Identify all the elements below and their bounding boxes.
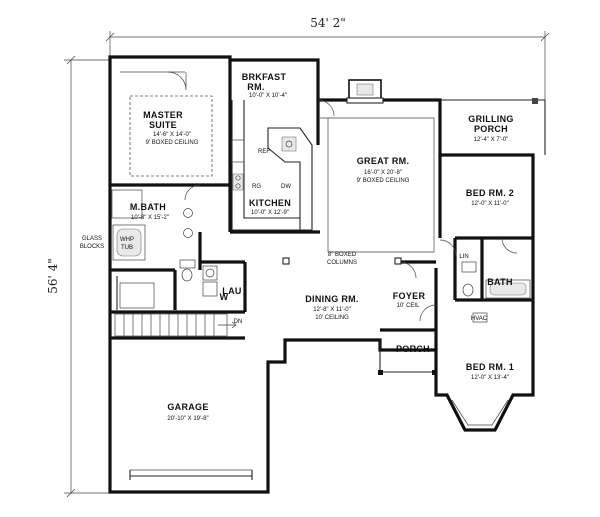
overall-depth-label: 56' 4" <box>46 258 60 294</box>
sink-icon <box>281 136 297 152</box>
kitchen-name: KITCHEN <box>249 198 291 208</box>
great-room-size: 16'-0" X 20'-8" <box>364 170 402 176</box>
breakfast-name-2: RM. <box>247 82 264 92</box>
range-icon <box>232 173 244 191</box>
grilling-porch-name-2: PORCH <box>474 124 508 134</box>
dining-note: 10' CEILING <box>315 315 349 321</box>
master-suite-size: 14'-6" X 14'-0" <box>153 132 191 138</box>
master-suite-name-1: MASTER <box>143 110 183 120</box>
master-suite-note: 9' BOXED CEILING <box>146 140 199 146</box>
m-bath-size: 10'-8" X 15'-2" <box>131 215 169 221</box>
bay-window <box>451 399 509 426</box>
kitchen-cabinets <box>231 100 313 231</box>
stairs <box>114 313 237 337</box>
dn-label: DN <box>234 319 243 325</box>
exterior-wall <box>108 55 535 494</box>
door-swings <box>167 71 518 322</box>
great-room-name: GREAT RM. <box>357 156 410 166</box>
lau-label: LAU <box>222 286 241 296</box>
dining-name: DINING RM. <box>305 294 359 304</box>
interior-walls <box>110 60 533 350</box>
master-suite-name-2: SUITE <box>149 120 177 130</box>
porch-label: PORCH <box>396 344 430 354</box>
bath-label: BATH <box>487 277 513 287</box>
overall-width-dimension: 54' 2" <box>105 16 550 100</box>
foyer-note: 10' CEIL <box>397 303 420 309</box>
laundry-appliances <box>202 265 218 297</box>
ref-label: REF <box>258 149 270 155</box>
glass-blocks-line-2: BLOCKS <box>80 244 104 250</box>
great-room-note: 9' BOXED CEILING <box>357 178 410 184</box>
lin-label: LIN <box>459 254 468 260</box>
garage-size: 20'-10" X 19'-8" <box>167 416 208 422</box>
columns-line-1: 8" BOXED <box>328 252 357 258</box>
breakfast-size: 10'-0" X 10'-4" <box>249 93 287 99</box>
bath-fixtures <box>461 261 531 323</box>
grilling-porch-name-1: GRILLING <box>468 114 513 124</box>
front-porch <box>378 340 437 375</box>
fireplace <box>346 79 384 104</box>
master-bath-fixtures <box>111 189 196 310</box>
whp-tub-line-2: TUB <box>121 245 133 251</box>
bed-1-name: BED RM. 1 <box>466 362 514 372</box>
glass-blocks-line-1: GLASS <box>82 236 102 242</box>
dw-label: DW <box>281 184 291 190</box>
garage-name: GARAGE <box>167 402 208 412</box>
grilling-porch-size: 12'-4" X 7'-0" <box>474 137 509 143</box>
whp-tub-line-1: WHP <box>120 237 134 243</box>
m-bath-name: M.BATH <box>130 202 166 212</box>
rg-label: RG <box>252 184 261 190</box>
breakfast-name-1: BRKFAST <box>242 72 287 82</box>
bed-2-size: 12'-0" X 11'-0" <box>471 201 508 207</box>
hvac-label: HVAC <box>471 316 488 322</box>
grilling-porch-outline <box>440 98 546 155</box>
master-boxed-ceiling <box>129 95 213 177</box>
bed-1-size: 12'-0" X 13'-4" <box>471 375 509 381</box>
boxed-columns <box>282 257 402 265</box>
bed-2-name: BED RM. 2 <box>466 188 514 198</box>
dining-size: 12'-8" X 11'-0" <box>313 307 350 313</box>
garage-door <box>129 469 253 480</box>
great-room-boxed-ceiling <box>318 117 435 253</box>
overall-depth-dimension: 56' 4" <box>46 55 110 498</box>
columns-line-2: COLUMNS <box>327 260 357 266</box>
w-label: W <box>220 292 229 302</box>
room-labels: MASTER SUITE 14'-6" X 14'-0" 9' BOXED CE… <box>80 72 514 422</box>
kitchen-size: 10'-0" X 12'-9" <box>251 210 289 216</box>
foyer-name: FOYER <box>393 291 426 301</box>
overall-width-label: 54' 2" <box>310 16 346 30</box>
